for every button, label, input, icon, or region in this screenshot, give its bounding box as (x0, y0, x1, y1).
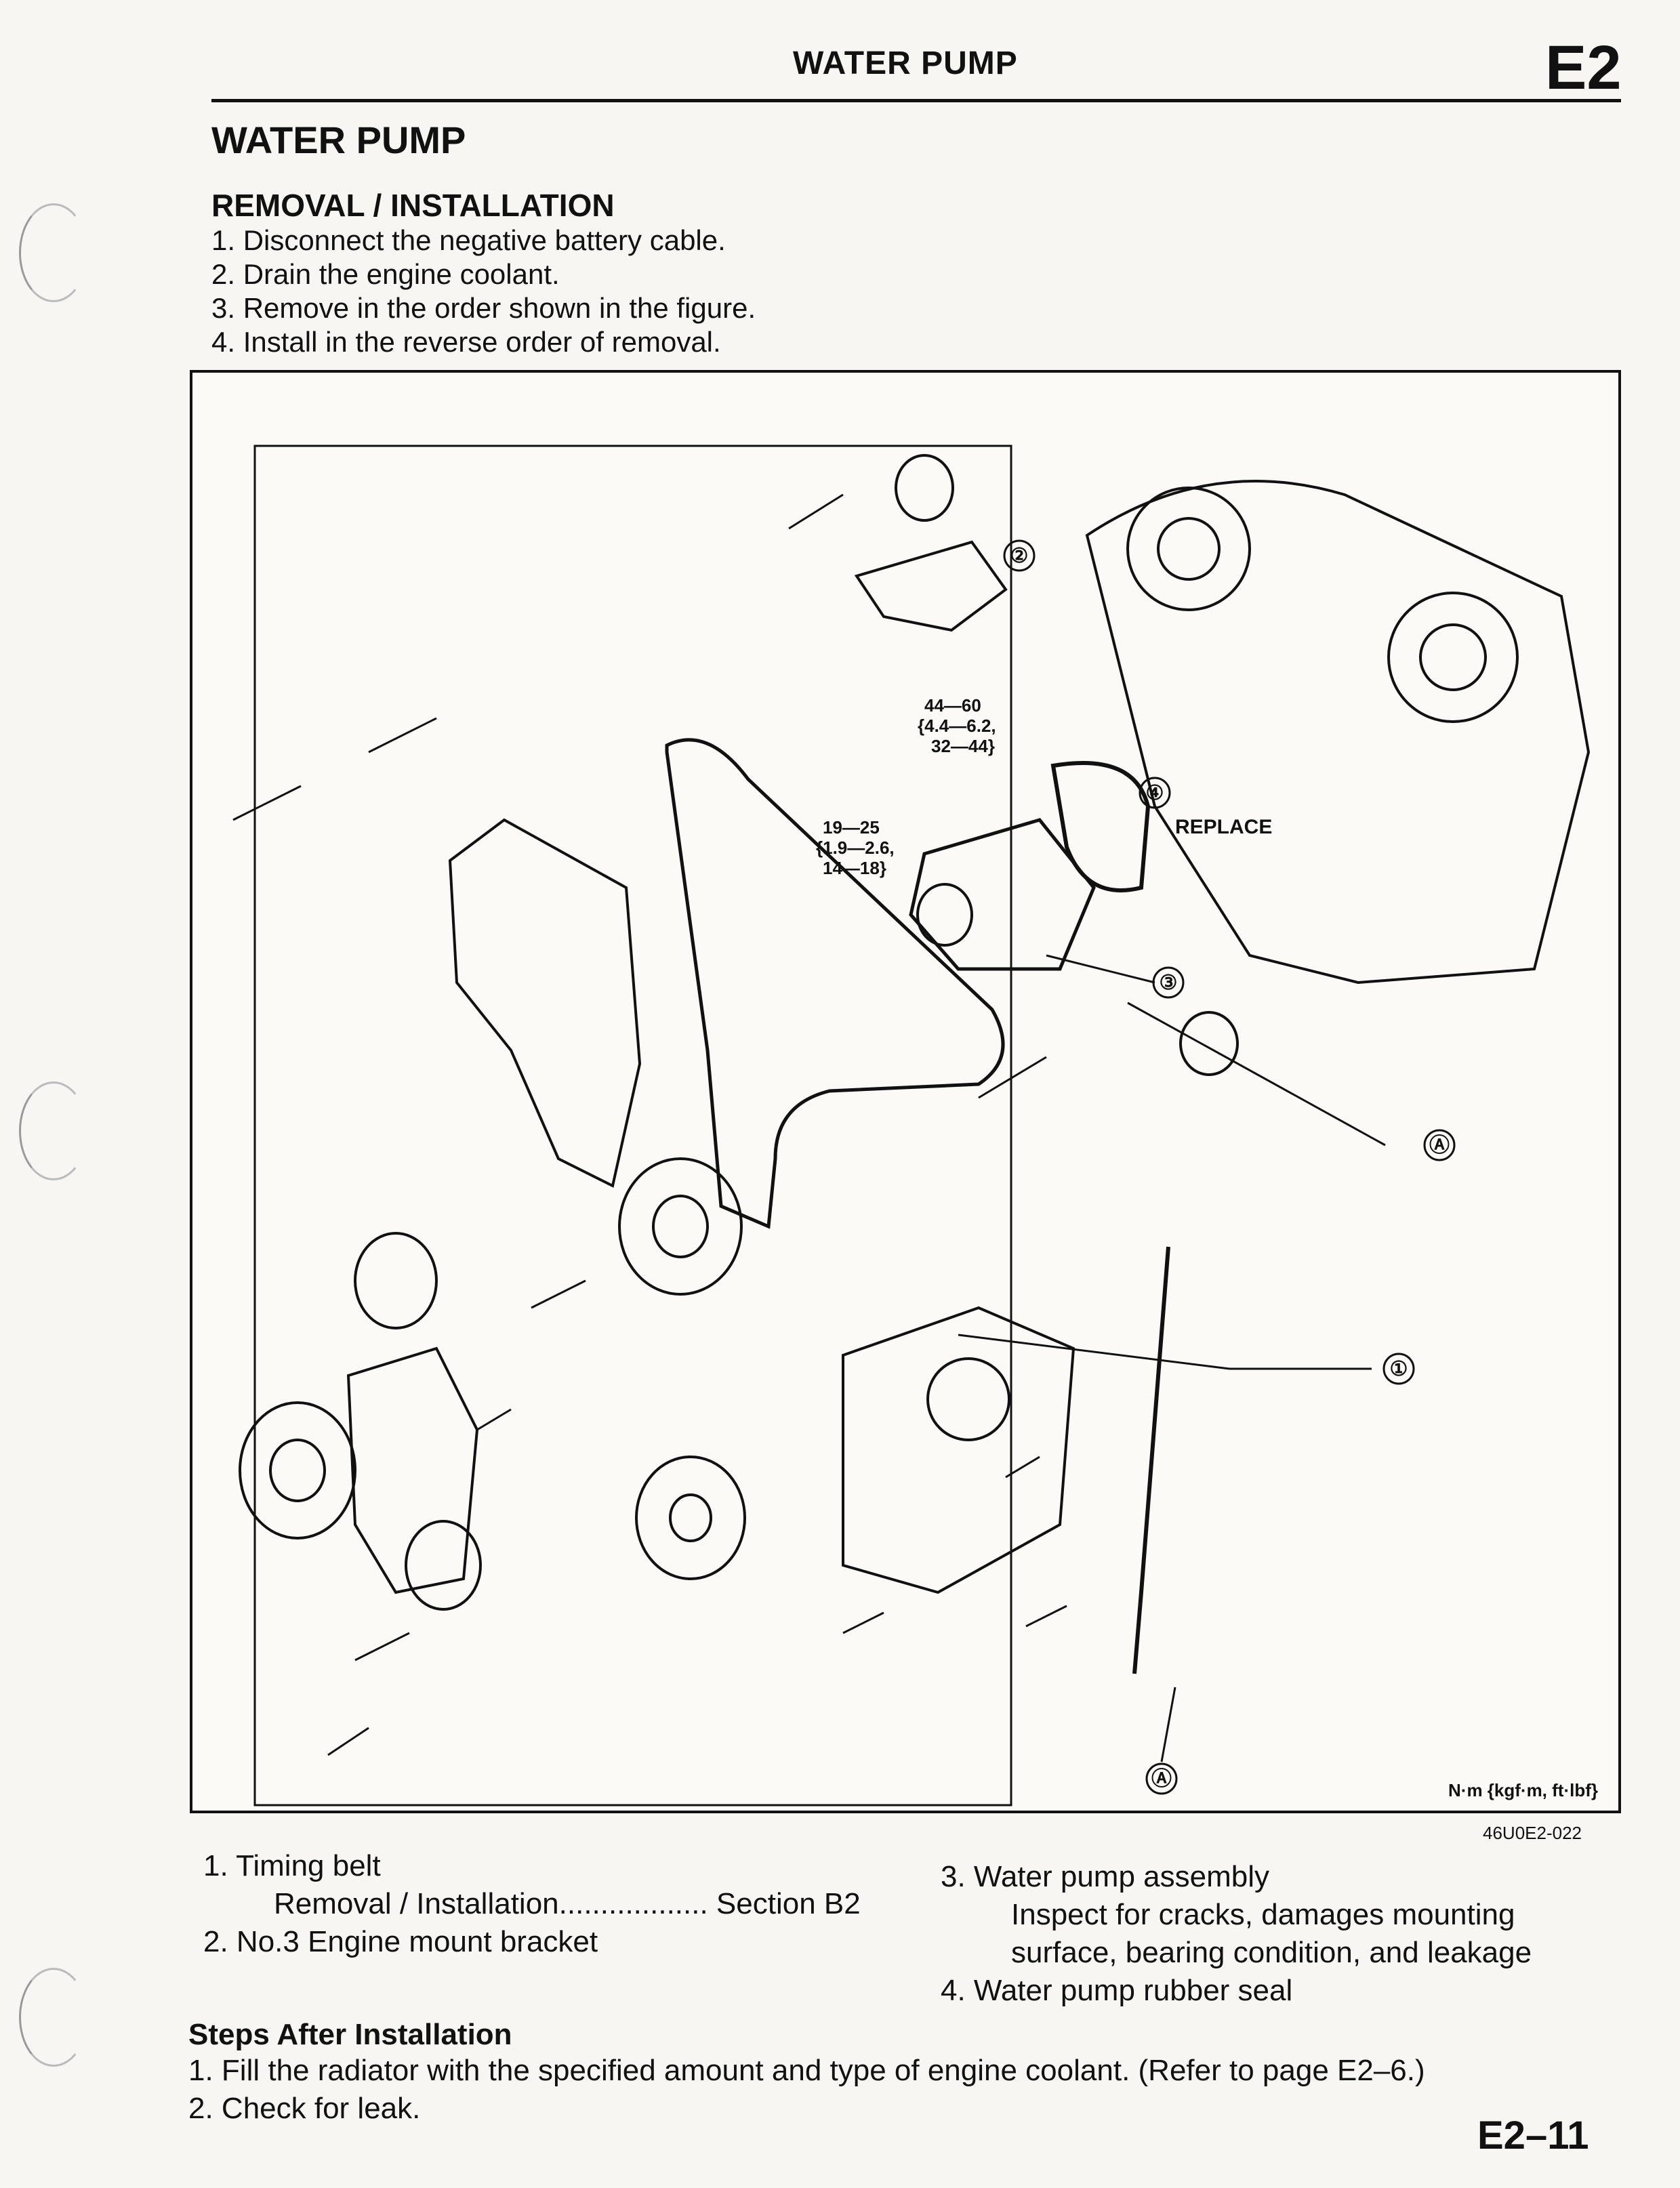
section-code: E2 (1545, 33, 1622, 102)
torque-spec-1-line2: {4.4—6.2, (918, 716, 996, 736)
power-steering-pump-body (346, 1346, 479, 1594)
legend-item: 2. No.3 Engine mount bracket (203, 1925, 598, 1958)
removal-installation-heading: REMOVAL / INSTALLATION (211, 188, 615, 223)
water-pump-flange (916, 883, 973, 947)
after-installation-steps: 1. Fill the radiator with the specified … (188, 2052, 1425, 2128)
removal-step: 3. Remove in the order shown in the figu… (211, 292, 756, 324)
removal-steps: 1. Disconnect the negative battery cable… (211, 224, 756, 359)
engine-mount-bracket (854, 540, 1008, 632)
torque-spec-2-line2: {1.9—2.6, (816, 838, 895, 858)
page-number: E2–11 (1477, 2113, 1589, 2158)
bolts (232, 493, 1067, 1756)
leader-lines (958, 954, 1386, 1762)
water-pump-diagram: ① ② ③ ④ Ⓐ Ⓐ REPLACE 44—60 {4.4—6.2, 32—4… (232, 445, 1591, 1807)
callout-4: ④ (1146, 782, 1164, 804)
water-pump-assembly (909, 818, 1096, 971)
inner-frame (253, 445, 1012, 1807)
binder-hole (19, 1968, 88, 2067)
torque-spec-2-line3: 14—18} (823, 858, 886, 878)
tensioner-hub (669, 1493, 712, 1542)
header-rule (211, 99, 1621, 102)
exploded-view-figure: ① ② ③ ④ Ⓐ Ⓐ REPLACE 44—60 {4.4—6.2, 32—4… (190, 370, 1621, 1813)
cover-seal-ring (926, 1357, 1010, 1441)
tensioner-pulley (405, 1520, 482, 1611)
torque-spec-1-line1: 44—60 (924, 695, 981, 716)
callout-a-lower: Ⓐ (1151, 1768, 1172, 1790)
after-step: 2. Check for leak. (188, 2092, 421, 2125)
legend-right: 3. Water pump assembly Inspect for crack… (941, 1858, 1625, 2010)
lower-timing-cover (842, 1306, 1075, 1594)
removal-step: 4. Install in the reverse order of remov… (211, 326, 721, 358)
camshaft-pulley-hub (1157, 517, 1221, 581)
water-pump-rubber-seal (1050, 761, 1151, 892)
camshaft-pulley-hub (1419, 623, 1487, 691)
figure-code: 46U0E2-022 (1483, 1823, 1582, 1843)
camshaft-pulley-outline (1126, 487, 1251, 611)
callout-3: ③ (1160, 972, 1178, 994)
idler-pulley (895, 454, 954, 522)
power-steering-pulley-hub (269, 1439, 326, 1502)
legend-item-sub: Removal / Installation..................… (274, 1887, 861, 1920)
power-steering-pulley (239, 1401, 356, 1540)
removal-step: 1. Disconnect the negative battery cable… (211, 224, 726, 256)
page-title: WATER PUMP (211, 119, 466, 161)
torque-spec-1-line3: 32—44} (931, 736, 995, 756)
torque-units: N·m {kgf·m, ft·lbf} (1448, 1780, 1598, 1800)
dipstick-tube (1132, 1246, 1170, 1674)
pulley-plate (354, 1232, 438, 1329)
legend-item: 3. Water pump assembly (941, 1860, 1269, 1893)
callout-1: ① (1390, 1358, 1408, 1380)
tensioner-assembly (635, 1456, 746, 1580)
binder-hole (19, 203, 88, 302)
engine-block-outline (1085, 480, 1591, 985)
callout-circles (1003, 539, 1456, 1795)
replace-label: REPLACE (1175, 816, 1272, 838)
legend-item: 4. Water pump rubber seal (941, 1974, 1293, 2007)
legend-item: 1. Timing belt (203, 1849, 381, 1882)
idler-pulley (1179, 1011, 1239, 1076)
crankshaft-pulley-hub (652, 1195, 709, 1258)
legend-left: 1. Timing belt Removal / Installation...… (203, 1847, 949, 1961)
timing-belt (665, 738, 1005, 1229)
running-header-title: WATER PUMP (793, 45, 1018, 81)
callout-a: Ⓐ (1429, 1134, 1450, 1157)
steps-after-installation-heading: Steps After Installation (188, 2018, 512, 2051)
camshaft-pulley-outline (1387, 592, 1519, 723)
after-step: 1. Fill the radiator with the specified … (188, 2054, 1425, 2087)
torque-spec-2-line1: 19—25 (823, 817, 880, 838)
crankshaft-pulley (618, 1157, 743, 1296)
binder-hole (19, 1081, 88, 1180)
removal-step: 2. Drain the engine coolant. (211, 258, 560, 290)
callout-2: ② (1010, 545, 1029, 567)
legend-item-sub: Inspect for cracks, damages mounting sur… (1011, 1898, 1532, 1969)
upper-timing-cover (448, 818, 642, 1188)
